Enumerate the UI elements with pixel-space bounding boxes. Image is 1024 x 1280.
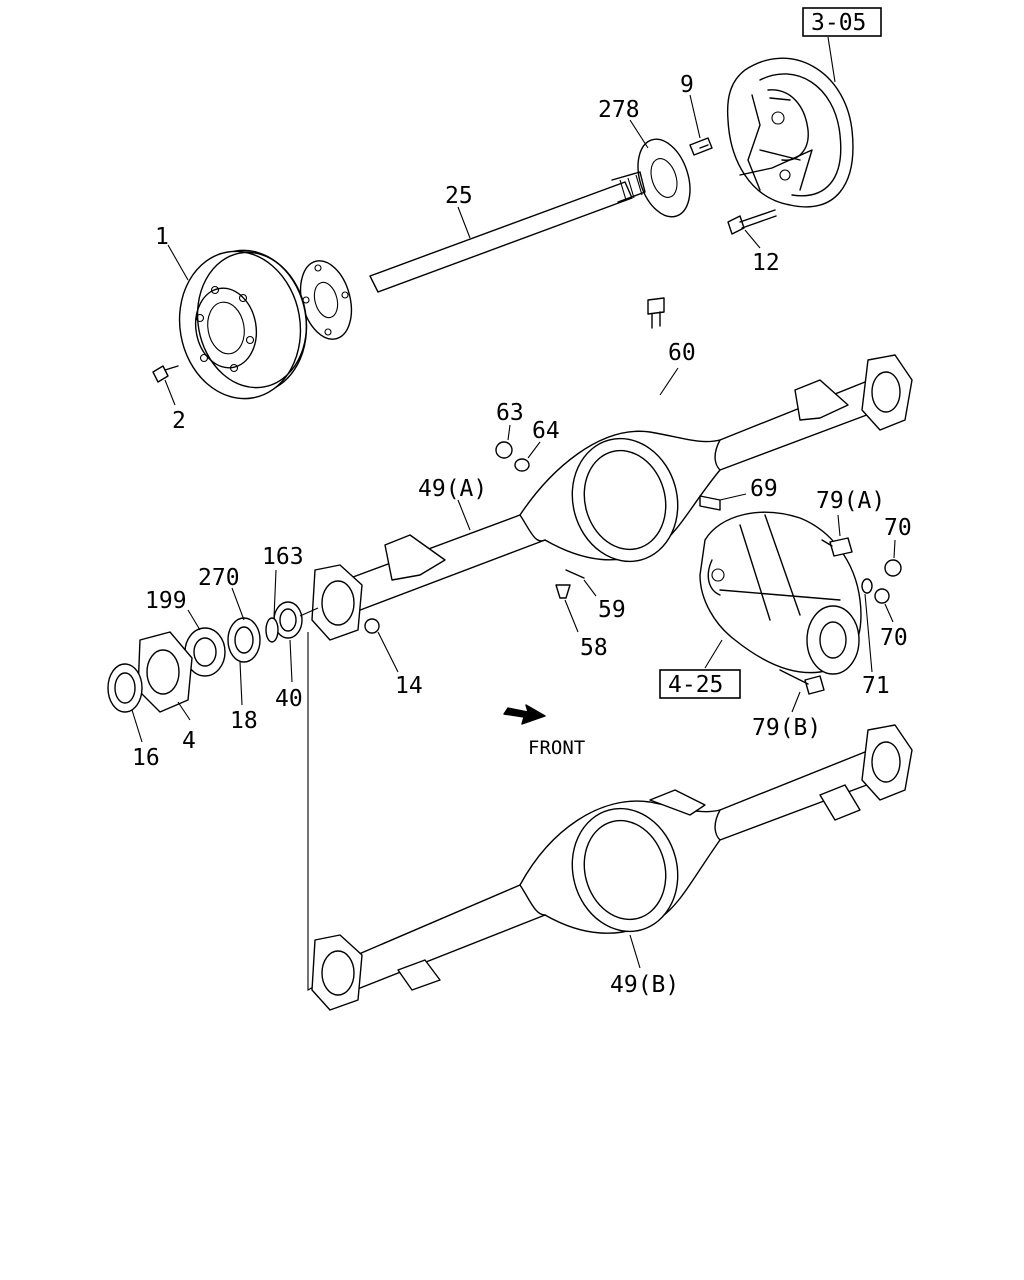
leader-washer-64 (527, 441, 541, 459)
callout-washer-64: 64 (532, 418, 560, 444)
front-label: FRONT (528, 737, 585, 759)
leader-drain-plug-58 (564, 599, 579, 633)
callout-carrier-bolt-a: 79(A) (816, 488, 885, 514)
assembly-line (299, 607, 326, 991)
callout-plug-14: 14 (395, 673, 423, 699)
leader-plug-14 (377, 631, 399, 673)
callout-drum-bolt: 2 (172, 408, 186, 434)
nut-63 (495, 441, 513, 459)
leader-differential (704, 639, 723, 669)
leader-drum-bolt (164, 379, 176, 406)
oil-seal-163 (265, 617, 279, 643)
panel-bolt (727, 209, 777, 235)
callout-cone-18: 18 (230, 708, 258, 734)
nut-70-lower (874, 588, 890, 604)
callout-hub-flange-4: 4 (182, 728, 196, 754)
callout-gasket-59: 59 (598, 597, 626, 623)
leader-seal-flange (629, 119, 649, 149)
callout-seal-16: 16 (132, 745, 160, 771)
leader-brake-drum (167, 244, 189, 281)
leader-flange-bolt (689, 94, 701, 139)
callout-drain-plug-58: 58 (580, 635, 608, 661)
callout-axle-shaft: 25 (445, 183, 473, 209)
callout-washer-71: 71 (862, 673, 890, 699)
drum-bolt (152, 365, 179, 383)
callout-brake-drum: 1 (155, 224, 169, 250)
callout-nut-70-upper: 70 (884, 515, 912, 541)
leader-axle-shaft (457, 206, 471, 239)
callout-bearing-race-270: 270 (198, 565, 240, 591)
ref-box-brake-panel (802, 7, 882, 37)
leader-washer-71 (864, 593, 873, 673)
flange-bolt (689, 137, 713, 156)
callout-nut-63: 63 (496, 400, 524, 426)
leader-nut-63 (507, 424, 511, 441)
differential-carrier (699, 511, 862, 675)
carrier-bolt-a (821, 537, 853, 557)
callout-flange-bolt: 9 (680, 72, 694, 98)
leader-breather (659, 367, 679, 396)
seal-16 (107, 663, 143, 713)
leader-housing-a (457, 499, 471, 531)
callout-panel-bolt: 12 (752, 250, 780, 276)
leader-bearing-199 (187, 609, 201, 631)
leader-nut-70-upper (893, 539, 896, 559)
breather-plug (647, 297, 665, 329)
callout-seal-40: 40 (275, 686, 303, 712)
ref-brake-panel: 3-05 (811, 10, 866, 36)
plug-14 (364, 618, 380, 634)
leader-seal-40 (289, 639, 293, 683)
callout-breather-plug: 60 (668, 340, 696, 366)
callout-stud-69: 69 (750, 476, 778, 502)
leader-gasket-59 (583, 579, 597, 597)
ref-box-differential (659, 669, 741, 699)
leader-brake-panel (827, 36, 836, 83)
callout-bearing-199: 199 (145, 588, 187, 614)
axle-housing-b (311, 724, 913, 1011)
shaft-seal-flange (637, 138, 691, 218)
callout-shaft-seal-flange: 278 (598, 97, 640, 123)
brake-drum (178, 249, 308, 400)
callout-oil-seal-163: 163 (262, 544, 304, 570)
callout-housing-a: 49(A) (418, 476, 487, 502)
callout-carrier-bolt-b: 79(B) (752, 715, 821, 741)
drain-plug-58 (555, 584, 571, 599)
leader-panel-bolt (744, 229, 761, 249)
carrier-bolt-b (779, 669, 825, 695)
gasket-59 (565, 569, 585, 579)
callout-nut-70-lower: 70 (880, 625, 908, 651)
leader-nut-70-lower (884, 603, 894, 623)
front-arrow-icon (503, 704, 546, 725)
leader-stud-69 (719, 493, 747, 501)
axle-housing-a (311, 354, 913, 641)
brake-backing-plate (726, 57, 854, 208)
nut-70-upper (884, 559, 902, 577)
leader-oil-seal-163 (273, 569, 277, 619)
ref-differential: 4-25 (668, 672, 723, 698)
leader-carrier-bolt-b (791, 691, 801, 713)
leader-bearing-race-270 (231, 587, 245, 621)
washer-64 (514, 458, 530, 472)
bearing-race-270 (227, 617, 261, 663)
leader-housing-b (629, 934, 641, 969)
leader-carrier-bolt-a (837, 514, 841, 537)
hub-flange-4 (137, 631, 193, 713)
washer-71 (861, 578, 873, 594)
leader-cone-18 (239, 661, 243, 706)
stud-69 (699, 495, 721, 511)
callout-housing-b: 49(B) (610, 972, 679, 998)
leader-hub-flange-4 (177, 701, 191, 721)
leader-seal-16 (131, 709, 143, 743)
